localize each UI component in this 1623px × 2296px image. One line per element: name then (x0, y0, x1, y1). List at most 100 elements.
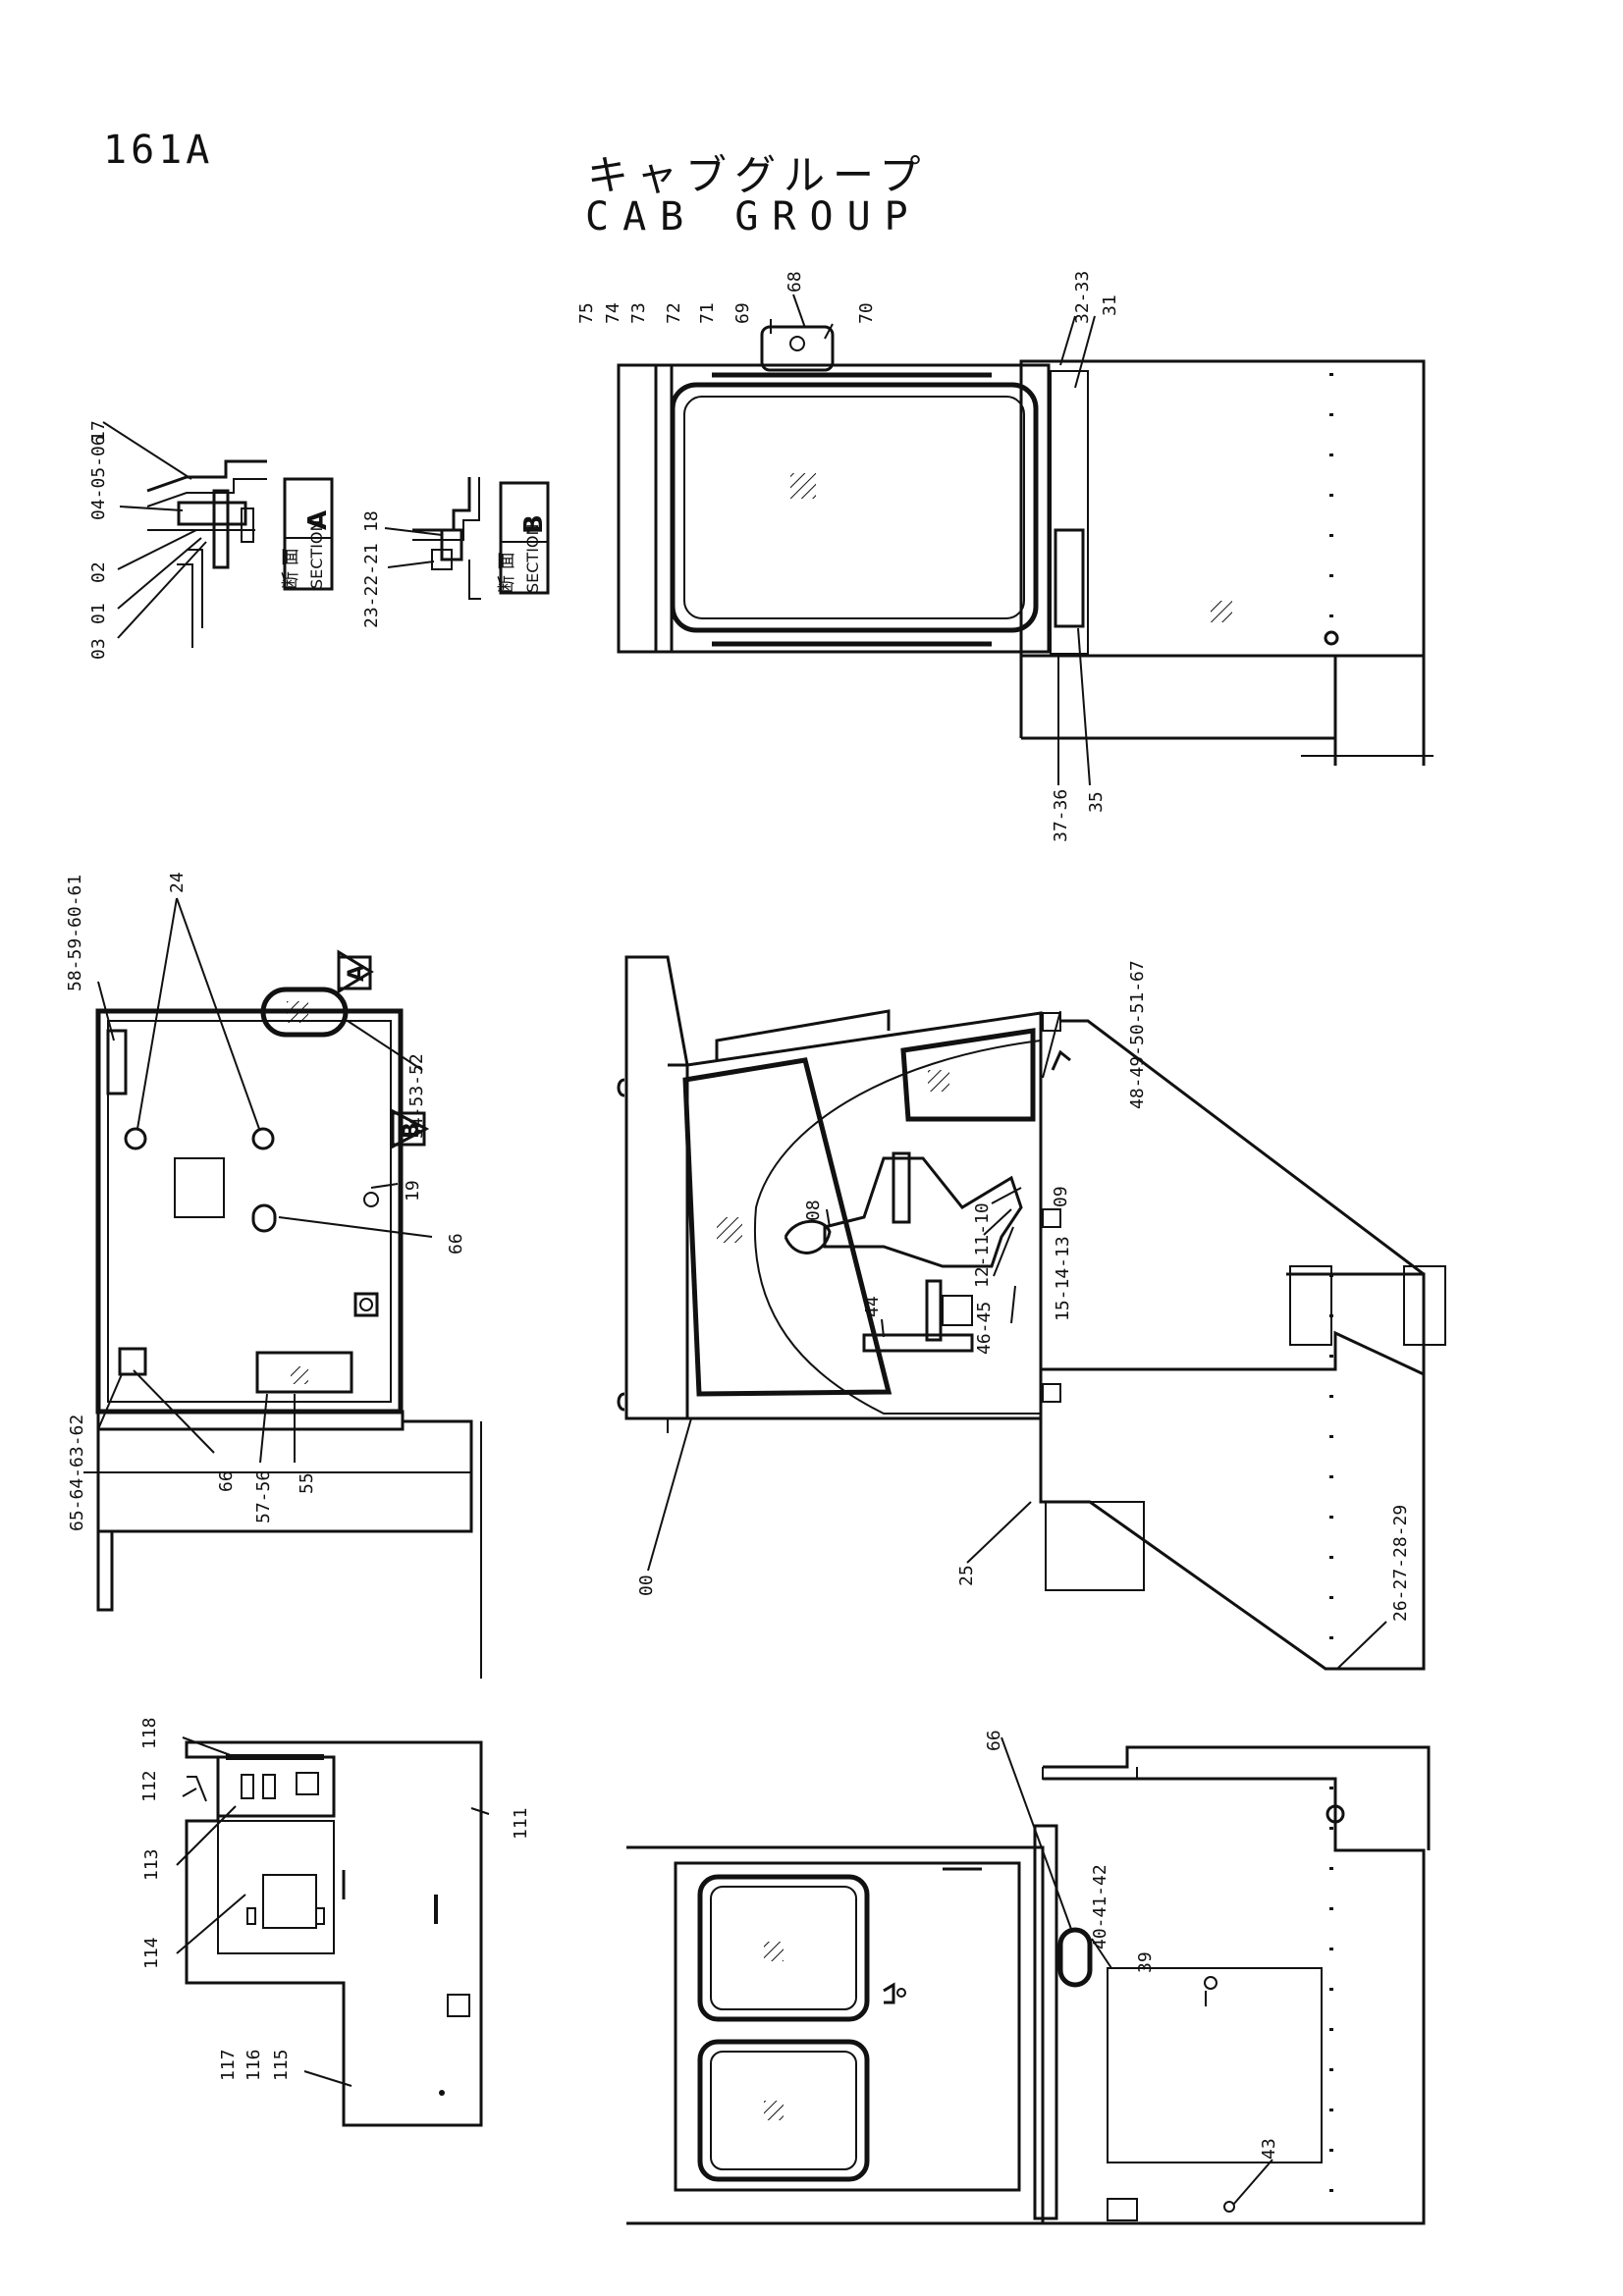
side-door-edge (624, 955, 689, 1420)
label-01: 01 (88, 603, 109, 624)
label-37-36: 37-36 (1051, 789, 1071, 842)
label-39: 39 (1135, 1951, 1156, 1973)
floor-view-labels: 118 112 111 113 114 117 116 115 (139, 1717, 531, 2081)
roof-light-lens (789, 336, 805, 351)
label-12-11-10: 12-11-10 (972, 1202, 993, 1288)
label-117: 117 (218, 2049, 239, 2081)
label-72: 72 (664, 302, 684, 324)
label-35: 35 (1086, 791, 1107, 813)
side-counterweight (1039, 1272, 1426, 1671)
top-view-front-edge (617, 363, 674, 654)
side-door-window (682, 1057, 893, 1397)
section-a-letter: A (303, 510, 333, 530)
label-17: 17 (88, 420, 109, 442)
label-65-64-63-62: 65-64-63-62 (67, 1415, 87, 1531)
rear-body-top (1019, 359, 1426, 658)
label-74: 74 (603, 302, 623, 324)
section-a-detail: 断 面 SECTION A (102, 421, 334, 648)
front-panel-plate (174, 1157, 225, 1218)
section-b-word: SECTION (523, 524, 542, 594)
label-57-56: 57-56 (253, 1470, 274, 1523)
label-118: 118 (139, 1717, 160, 1749)
top-bolt (1324, 630, 1339, 646)
label-04-05-06: 04-05-06 (88, 435, 109, 520)
label-55: 55 (297, 1472, 317, 1494)
label-48-49-50-51-67: 48-49-50-51-67 (1127, 960, 1148, 1109)
door-view-labels: 66 40-41-42 39 43 (984, 1730, 1279, 2160)
label-112: 112 (139, 1770, 160, 1802)
label-03: 03 (88, 638, 109, 660)
operator-seat-08 (823, 1156, 1023, 1268)
top-window-glass (683, 396, 1025, 619)
glass-hatch-mark (790, 473, 816, 499)
label-115: 115 (271, 2049, 292, 2081)
side-view (617, 955, 1446, 1671)
label-68: 68 (784, 271, 805, 293)
hole-24-right (251, 1127, 275, 1150)
label-25: 25 (956, 1565, 977, 1586)
door-view-body (1043, 1777, 1426, 2225)
front-vent-55 (255, 1351, 353, 1394)
label-70: 70 (856, 302, 877, 324)
top-vent-35 (1054, 528, 1085, 628)
section-b-labels: 18 23-22-21 (361, 510, 382, 628)
label-46-45: 46-45 (974, 1302, 995, 1355)
label-15-14-13: 15-14-13 (1053, 1236, 1073, 1321)
label-54-53-52: 54-53-52 (406, 1053, 427, 1139)
label-75: 75 (576, 302, 597, 324)
label-116: 116 (243, 2049, 264, 2081)
door-panel (674, 1861, 1021, 2192)
label-09: 09 (1051, 1186, 1071, 1207)
lever-44 (862, 1333, 974, 1353)
label-40-41-42: 40-41-42 (1090, 1864, 1110, 1949)
front-window-52 (260, 987, 349, 1038)
title-english: CAB GROUP (585, 194, 922, 240)
label-111: 111 (511, 1807, 531, 1840)
door-upper-window (697, 1874, 870, 2022)
section-a-word: SECTION (307, 520, 326, 590)
section-a-tag (283, 477, 334, 591)
side-cab-body (668, 1011, 1043, 1420)
label-32-33: 32-33 (1072, 271, 1093, 324)
hole-24-left (124, 1127, 147, 1150)
floor-view (176, 1736, 490, 2127)
label-113: 113 (141, 1848, 162, 1881)
top-view-labels: 75 74 73 72 71 69 68 70 32-33 31 37-36 3… (576, 271, 1120, 842)
label-24: 24 (167, 872, 188, 893)
door-lower-window (697, 2039, 870, 2182)
section-a-labels: 17 04-05-06 02 01 03 (88, 420, 109, 660)
top-view-roof (654, 363, 1051, 654)
label-69: 69 (732, 302, 753, 324)
cab-interior-cutaway (753, 1039, 1042, 1415)
section-b-tag (499, 481, 550, 595)
door-handle (883, 1982, 895, 2004)
front-view-frame (95, 1008, 404, 1415)
label-66-lower: 66 (984, 1730, 1004, 1751)
label-58-59-60-61: 58-59-60-61 (65, 875, 85, 991)
label-26-27-28-29: 26-27-28-29 (1390, 1505, 1411, 1622)
label-23-22-21: 23-22-21 (361, 543, 382, 628)
label-73: 73 (628, 302, 649, 324)
hinge-58 (106, 1029, 128, 1095)
label-43: 43 (1259, 2138, 1279, 2160)
roof-light-68 (760, 325, 835, 372)
label-18: 18 (361, 510, 382, 532)
section-b-kanji: 断 面 (497, 552, 517, 593)
label-114: 114 (141, 1937, 162, 1969)
section-a-kanji: 断 面 (281, 548, 301, 589)
page-number: 161A (103, 128, 214, 173)
arrow-b-box (391, 1111, 426, 1147)
door-access-panel-39 (1107, 1967, 1323, 2163)
title-japanese: キャブグループ (587, 151, 929, 199)
bracket-66 (118, 1347, 147, 1376)
section-b-letter: B (519, 514, 549, 534)
label-66-bottom: 66 (216, 1470, 237, 1492)
label-02: 02 (88, 561, 109, 583)
label-66-top: 66 (446, 1233, 466, 1255)
top-body-hatch (1211, 601, 1232, 622)
label-44: 44 (862, 1296, 883, 1317)
floor-plate-111 (185, 1740, 483, 2127)
label-00: 00 (636, 1575, 657, 1596)
side-rear-body (1041, 1019, 1426, 1377)
